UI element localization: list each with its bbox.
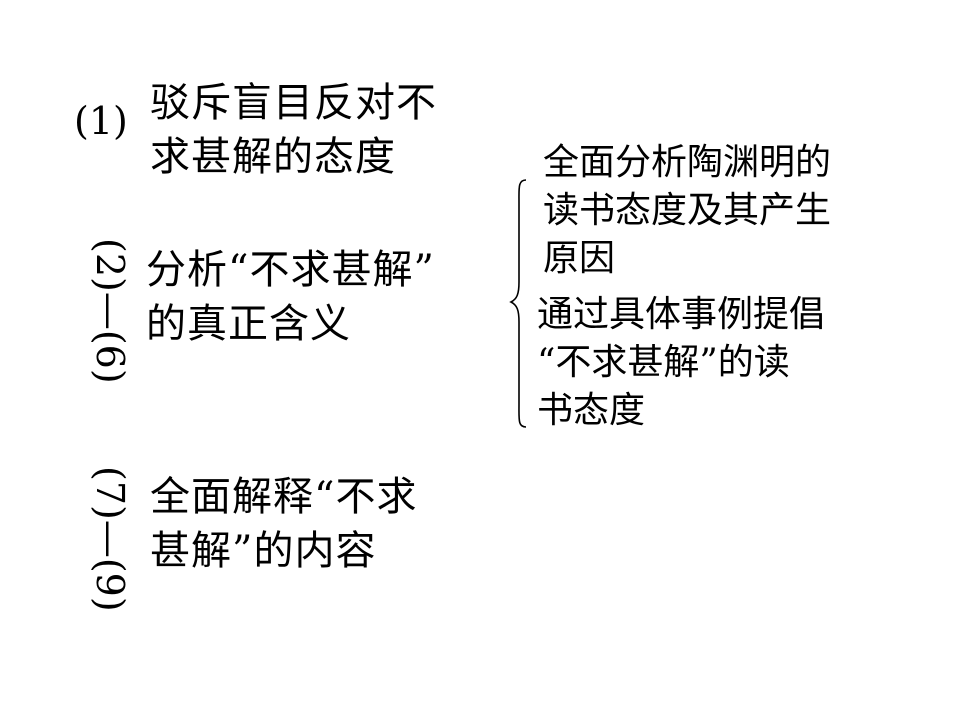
section-2-label: (2)—(6): [88, 238, 132, 384]
section-3-text: 全面解释“不求 甚解”的内容: [150, 470, 417, 578]
sub-point-2: 通过具体事例提倡 “不求甚解”的读 书态度: [537, 291, 825, 435]
section-1-text: 驳斥盲目反对不 求甚解的态度: [150, 76, 437, 184]
sub-point-2-line-1: 通过具体事例提倡: [537, 294, 826, 335]
section-2-line-2: 的真正含义: [146, 301, 351, 347]
section-3-line-2: 甚解”的内容: [150, 528, 377, 574]
sub-point-1: 全面分析陶渊明的 读书态度及其产生 原因: [543, 139, 831, 283]
sub-point-2-line-2: “不求甚解”的读: [537, 342, 790, 383]
sub-point-2-line-3: 书态度: [537, 390, 646, 431]
section-1-line-1: 驳斥盲目反对不: [150, 80, 437, 126]
section-1-label: (1): [74, 99, 128, 143]
sub-point-1-line-3: 原因: [543, 238, 616, 279]
section-3-line-1: 全面解释“不求: [150, 474, 418, 520]
section-1-line-2: 求甚解的态度: [150, 134, 396, 180]
section-3-label: (7)—(9): [88, 466, 132, 612]
section-2-text: 分析“不求甚解” 的真正含义: [146, 243, 435, 351]
sub-point-1-line-1: 全面分析陶渊明的: [543, 142, 832, 183]
curly-brace-icon: [509, 179, 527, 428]
sub-point-1-line-2: 读书态度及其产生: [543, 190, 832, 231]
section-2-line-1: 分析“不求甚解”: [146, 247, 435, 293]
